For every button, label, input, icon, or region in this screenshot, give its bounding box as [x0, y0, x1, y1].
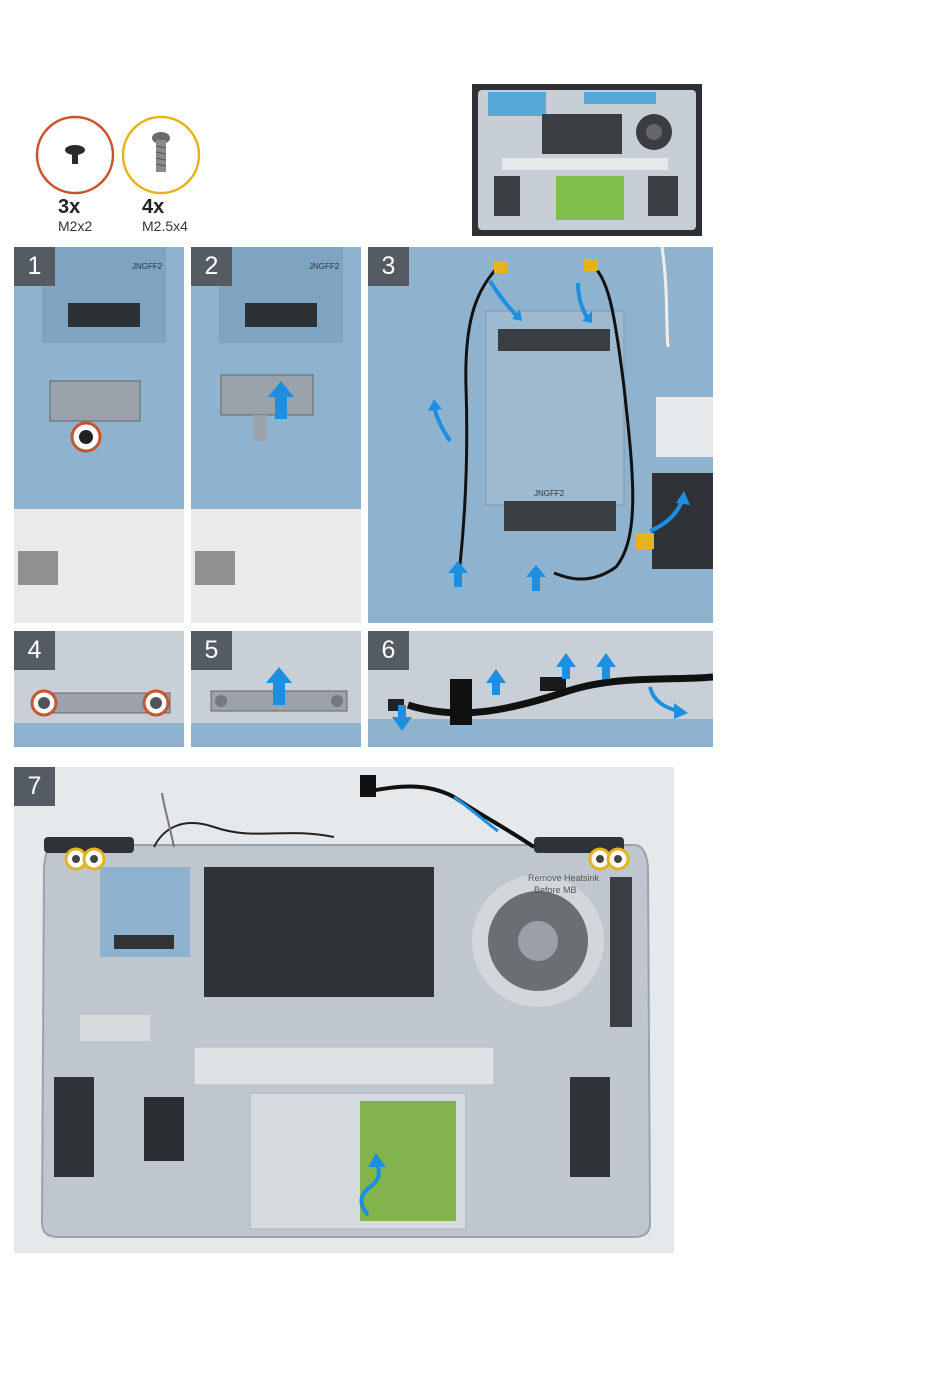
screw-count-m25x4: 4x	[142, 196, 164, 219]
screw-count-m2x2: 3x	[58, 196, 80, 219]
screw-legend: 3x M2x2 4x M2.5x4	[30, 110, 210, 240]
long-screw-icon	[120, 114, 202, 196]
heatsink-note-line1: Remove Heatsink	[528, 873, 600, 883]
step-2-panel: JNGFF2 2	[191, 247, 361, 623]
step-6-panel: 6	[368, 631, 713, 747]
step-2-slot-label: JNGFF2	[309, 262, 340, 271]
screw-size-m2x2: M2x2	[58, 218, 92, 234]
flat-head-screw-icon	[34, 114, 116, 196]
step-1-panel: JNGFF2 1	[14, 247, 184, 623]
step-5-panel: 5	[191, 631, 361, 747]
step-4-panel: 4	[14, 631, 184, 747]
step-6-badge: 6	[368, 631, 409, 670]
step-7-badge: 7	[14, 767, 55, 806]
step-7-panel: Remove Heatsink Before MB 7	[14, 767, 674, 1253]
step-3-slot-label: JNGFF2	[534, 489, 565, 498]
step-4-badge: 4	[14, 631, 55, 670]
step-3-badge: 3	[368, 247, 409, 286]
step-2-badge: 2	[191, 247, 232, 286]
screw-size-m25x4: M2.5x4	[142, 218, 188, 234]
heatsink-note-line2: Before MB	[534, 885, 577, 895]
step-5-badge: 5	[191, 631, 232, 670]
overview-thumbnail	[472, 84, 702, 236]
step-1-badge: 1	[14, 247, 55, 286]
step-3-panel: JNGFF2 3	[368, 247, 713, 623]
step-1-slot-label: JNGFF2	[132, 262, 163, 271]
